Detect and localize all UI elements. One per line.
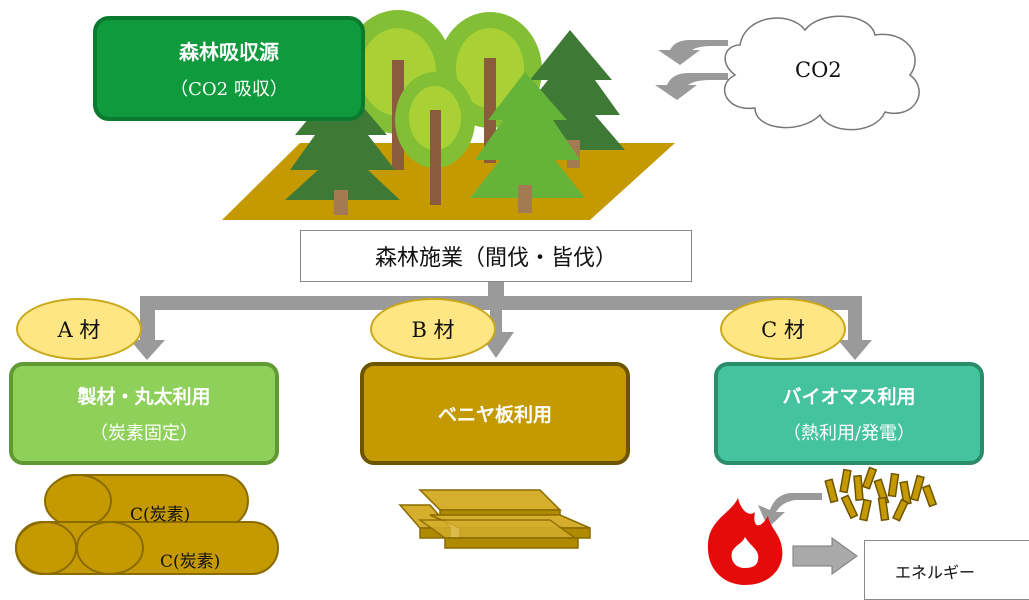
grade-c-ellipse: C 材 <box>720 298 846 360</box>
energy-box: エネルギー <box>864 540 1029 600</box>
plywood-use-box: ベニヤ板利用 <box>360 362 630 465</box>
chips-to-fire-arrow <box>758 493 822 528</box>
biomass-use-subtitle: （熱利用/発電） <box>782 423 916 444</box>
wood-chips-illustration <box>824 466 938 522</box>
grade-b-label: B 材 <box>411 318 455 342</box>
log-pile-illustration <box>15 474 279 575</box>
lumber-use-title: 製材・丸太利用 <box>77 386 211 408</box>
co2-cloud-shape <box>724 15 920 131</box>
co2-absorption-arrows <box>655 40 728 100</box>
fire-icon <box>707 498 783 585</box>
grade-a-ellipse: A 材 <box>16 298 142 360</box>
fire-to-energy-arrow <box>792 537 858 575</box>
lumber-use-subtitle: （炭素固定） <box>90 423 198 444</box>
plywood-boards-illustration <box>398 489 591 549</box>
carbon-label-upper: C(炭素) <box>130 505 191 525</box>
plywood-use-title: ベニヤ板利用 <box>437 404 552 426</box>
forest-sink-box: 森林吸収源 （CO2 吸収） <box>93 16 365 121</box>
distribution-arrows <box>130 282 872 360</box>
carbon-label-lower: C(炭素) <box>160 552 221 572</box>
grade-b-ellipse: B 材 <box>370 298 496 360</box>
biomass-use-box: バイオマス利用 （熱利用/発電） <box>714 362 984 465</box>
forestry-operation-box: 森林施業（間伐・皆伐） <box>300 230 692 282</box>
energy-label: エネルギー <box>895 563 976 582</box>
forest-trees-illustration <box>285 10 625 215</box>
grade-a-label: A 材 <box>57 318 101 342</box>
lumber-use-box: 製材・丸太利用 （炭素固定） <box>9 362 279 465</box>
forestry-operation-label: 森林施業（間伐・皆伐） <box>374 246 617 271</box>
biomass-use-title: バイオマス利用 <box>782 386 916 408</box>
forest-sink-title: 森林吸収源 <box>179 40 279 64</box>
forest-sink-subtitle: （CO2 吸収） <box>170 79 288 100</box>
grade-c-label: C 材 <box>761 318 805 342</box>
co2-label: CO2 <box>795 58 842 82</box>
